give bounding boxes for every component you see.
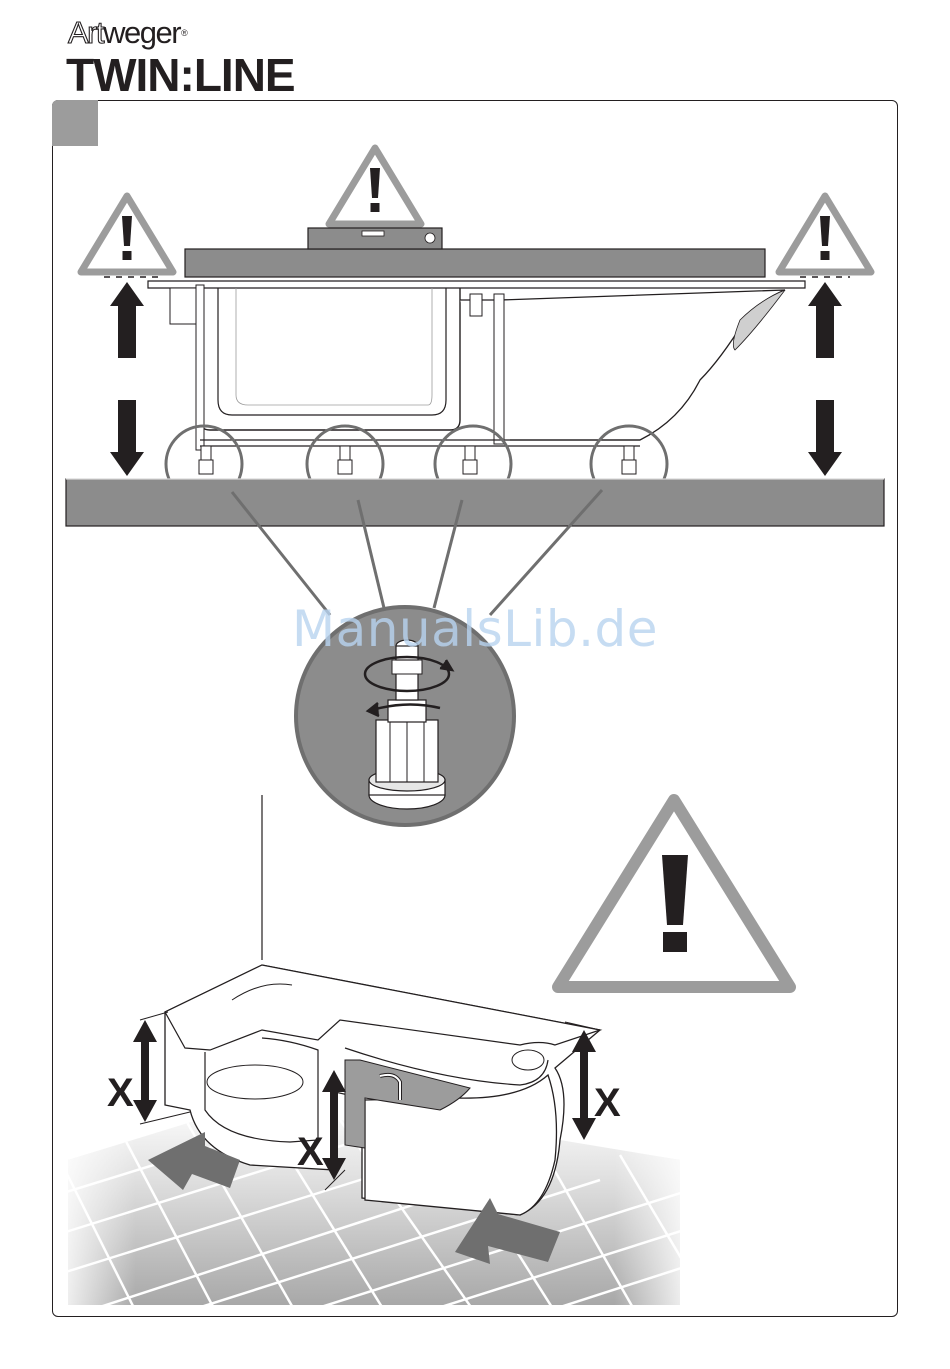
dimension-label-right: X [594,1081,621,1125]
warning-triangle-icon [81,196,173,272]
bathtub-body [200,288,460,430]
dimension-label-middle: X [297,1130,324,1174]
bathtub-end [460,290,785,440]
arrow-down-icon [808,400,842,476]
dimension-label-left: X [107,1071,134,1115]
bathtub-rim [148,281,805,288]
arrow-up-icon [808,282,842,358]
arrow-up-icon [110,282,144,358]
spirit-level-icon [308,228,442,249]
adjustable-feet [199,446,636,474]
drain-fitting [170,288,196,324]
arrow-down-icon [110,400,144,476]
leveling-board [185,249,765,277]
warning-triangle-icon [779,196,871,272]
watermark-text: ManualsLib.de [0,600,950,658]
floor-slab [66,479,884,526]
warning-triangle-icon [329,148,421,224]
warning-triangle-icon [558,800,790,987]
